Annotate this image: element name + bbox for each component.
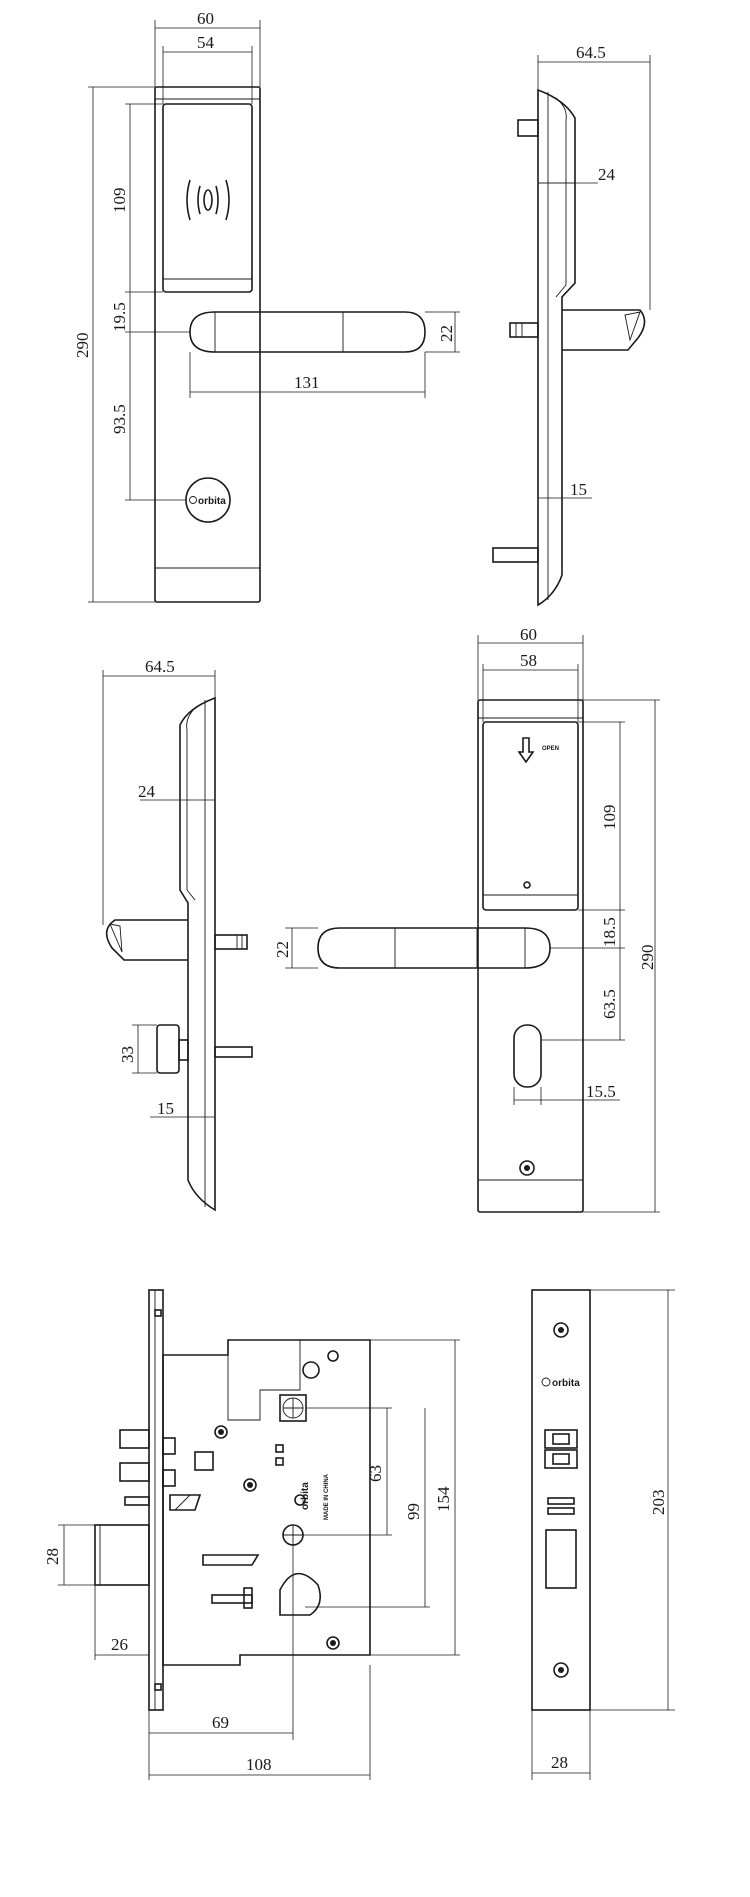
dim-body-height: 154 (434, 1486, 453, 1512)
lever-handle (189, 311, 426, 353)
dimensions-view3 (102, 670, 216, 1118)
guide-bar (202, 1554, 260, 1566)
dim-inside-width-inner: 58 (520, 651, 537, 670)
inside-plate (477, 699, 584, 1213)
faceplate-screw-bottom (553, 1662, 569, 1678)
dim-side-depth: 64.5 (576, 43, 606, 62)
faceplate-brand-logo: orbita (552, 1378, 580, 1389)
dim-reader-height: 109 (110, 188, 129, 214)
view-side-inside: 64.5 24 33 15 (102, 657, 253, 1212)
thumbturn (156, 1024, 189, 1074)
dim-width-outer: 60 (197, 9, 214, 28)
dim-thumbturn-height: 33 (118, 1046, 137, 1063)
faceplate-screw-top (553, 1322, 569, 1338)
dimensions-mortise (58, 1339, 460, 1780)
spindle-hub (279, 1394, 307, 1422)
side-spindle (509, 322, 539, 338)
view-mortise: orbita MADE IN CHINA (43, 1289, 460, 1780)
dim-keyhole-width: 15.5 (586, 1082, 616, 1101)
dim-backset: 69 (212, 1713, 229, 1732)
logo-icon (189, 496, 197, 504)
side-spindle-inside (214, 934, 248, 950)
battery-screw (523, 881, 531, 889)
dim-spindle-distance: 63 (366, 1465, 385, 1482)
dim-latch-height: 28 (43, 1548, 62, 1565)
thumbturn-pin (214, 1046, 253, 1058)
view-side-outside: 64.5 24 15 (492, 43, 651, 607)
faceplate (531, 1289, 591, 1711)
dim-inside-handle-thickness: 22 (273, 941, 292, 958)
dim-handle-length: 131 (294, 373, 320, 392)
dim-gap-reader-handle: 19.5 (110, 302, 129, 332)
dim-battery-height: 109 (600, 805, 619, 831)
dimensions-faceplate (531, 1289, 675, 1780)
faceplate-latch-upper (544, 1429, 578, 1449)
dim-handle-thickness: 22 (437, 325, 456, 342)
deadbolt (94, 1524, 150, 1586)
dim-side-plate-thickness: 15 (570, 480, 587, 499)
side-plate-inside (179, 696, 216, 1212)
dim-gap-battery-handle: 18.5 (600, 917, 619, 947)
lever-handle-inside (317, 927, 551, 969)
dimensions-view1 (88, 20, 460, 603)
latch-lower (119, 1462, 150, 1482)
card-reader-window (162, 103, 253, 293)
faceplate-deadbolt-window (545, 1529, 577, 1589)
dim-inside-reader-depth: 24 (138, 782, 156, 801)
dim-inside-width-outer: 60 (520, 625, 537, 644)
faceplate-latch-lower (544, 1449, 578, 1469)
dim-faceplate-length: 203 (649, 1490, 668, 1516)
mortise-body (162, 1339, 371, 1666)
escutcheon-plate (154, 86, 261, 603)
mortise-hole-top (302, 1361, 320, 1379)
view-front-inside: OPEN (273, 625, 660, 1213)
dim-height-total: 290 (73, 333, 92, 359)
side-plate (537, 88, 576, 607)
view-faceplate: orbita 203 28 (531, 1289, 675, 1780)
side-pin-bottom (492, 547, 539, 563)
dim-inside-height-total: 290 (638, 945, 657, 971)
dim-body-depth: 108 (246, 1755, 272, 1774)
dim-side-reader-depth: 24 (598, 165, 616, 184)
open-label: OPEN (542, 746, 559, 752)
dim-inside-depth: 64.5 (145, 657, 175, 676)
inside-screw (519, 1160, 535, 1176)
side-pin-top (517, 119, 539, 137)
dim-handle-to-cylinder: 93.5 (110, 404, 129, 434)
side-handle (562, 309, 646, 351)
battery-cover (482, 721, 579, 911)
view-front-outside: orbita 60 54 290 (73, 9, 460, 603)
made-in-china: MADE IN CHINA (324, 1473, 330, 1520)
dim-inside-plate-thickness: 15 (157, 1099, 174, 1118)
rfid-icon (186, 179, 230, 221)
latch-upper (119, 1429, 150, 1449)
keyhole-cover (513, 1024, 542, 1088)
dimensions-view2 (537, 55, 651, 499)
open-arrow-icon (517, 737, 535, 764)
dim-faceplate-width: 28 (551, 1753, 568, 1772)
dim-width-inner: 54 (197, 33, 215, 52)
brand-logo: orbita (198, 496, 226, 507)
dim-cylinder-distance: 99 (404, 1503, 423, 1520)
mortise-faceplate-edge (148, 1289, 164, 1711)
dimensions-view4 (285, 635, 660, 1213)
mortise-brand-logo: orbita (300, 1482, 311, 1510)
dim-deadbolt-projection: 26 (111, 1635, 128, 1654)
cylinder-cam (279, 1572, 321, 1616)
side-handle-inside (105, 919, 188, 961)
cam-lever (211, 1594, 253, 1604)
dim-handle-to-keyhole: 63.5 (600, 989, 619, 1019)
